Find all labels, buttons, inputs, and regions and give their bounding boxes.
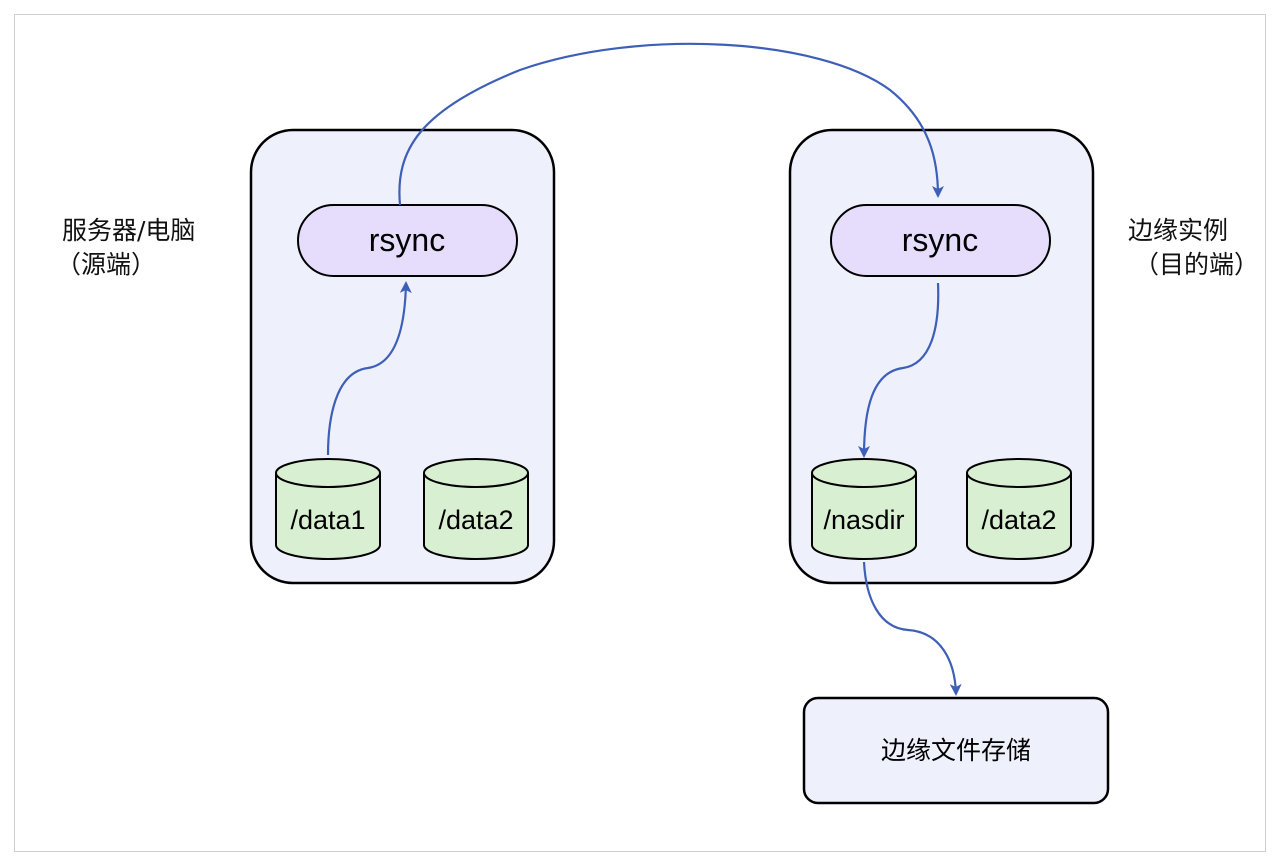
source-rsync-process: rsync [297,204,518,277]
target-label: 边缘实例 （目的端） [1128,214,1259,282]
target-disk-data2: /data2 [966,458,1072,560]
target-disk-nasdir-label: /nasdir [823,505,904,535]
target-rsync-process: rsync [830,204,1051,277]
arrow-source-rsync-to-target-rsync [398,42,944,206]
source-label-line1: 服务器/电脑 [62,216,196,245]
source-label-line2: （源端） [56,250,157,279]
edge-file-storage: 边缘文件存储 [802,696,1110,805]
target-label-line1: 边缘实例 [1128,216,1229,245]
source-label: 服务器/电脑 （源端） [56,214,196,282]
arrow-target-rsync-to-nasdir [858,282,940,458]
source-disk-data1-label: /data1 [290,505,365,535]
arrow-nasdir-to-storage [862,561,962,696]
target-disk-data2-label: /data2 [981,505,1056,535]
source-rsync-label: rsync [369,222,445,258]
source-disk-data2-label: /data2 [438,505,513,535]
source-disk-data2: /data2 [423,458,529,560]
target-label-line2: （目的端） [1134,250,1260,279]
target-rsync-label: rsync [902,222,978,258]
source-disk-data1: /data1 [275,458,381,560]
edge-file-storage-label: 边缘文件存储 [881,736,1031,765]
target-disk-nasdir: /nasdir [811,458,917,560]
arrow-data1-to-source-rsync [326,281,412,456]
